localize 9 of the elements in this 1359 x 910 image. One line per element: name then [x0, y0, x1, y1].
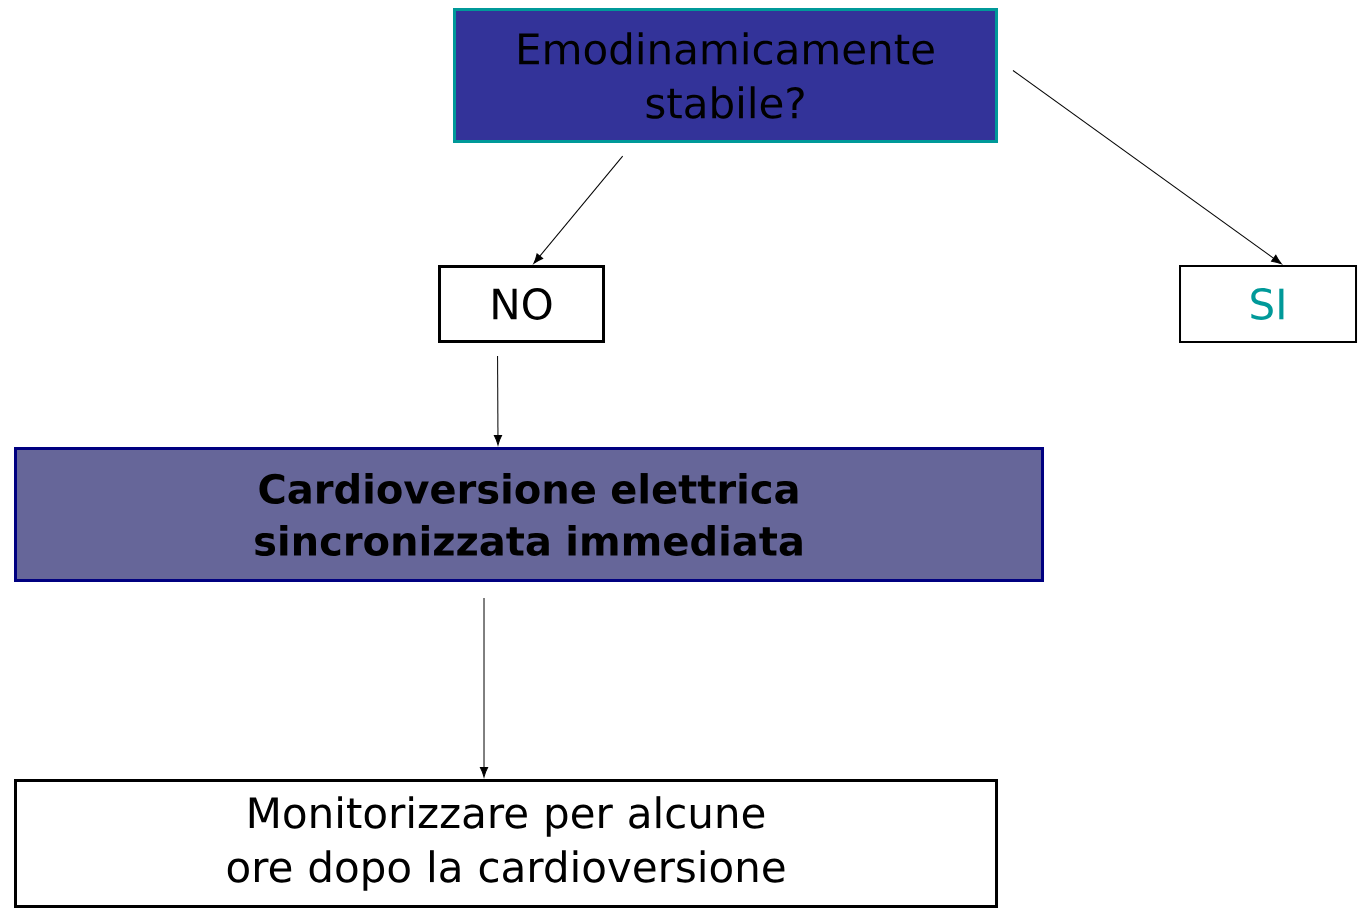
arrow [533, 155, 624, 264]
answer-box: SI [1179, 265, 1357, 343]
arrow [493, 355, 503, 446]
action-box: Monitorizzare per alcune ore dopo la cardioversione [14, 779, 998, 908]
action-box: Cardioversione elettrica sincronizzata immediata [14, 447, 1044, 582]
answer-box: NO [438, 265, 605, 343]
arrow [479, 597, 489, 778]
decision-box: Emodinamicamente stabile? [453, 8, 998, 143]
arrow [1012, 70, 1282, 265]
